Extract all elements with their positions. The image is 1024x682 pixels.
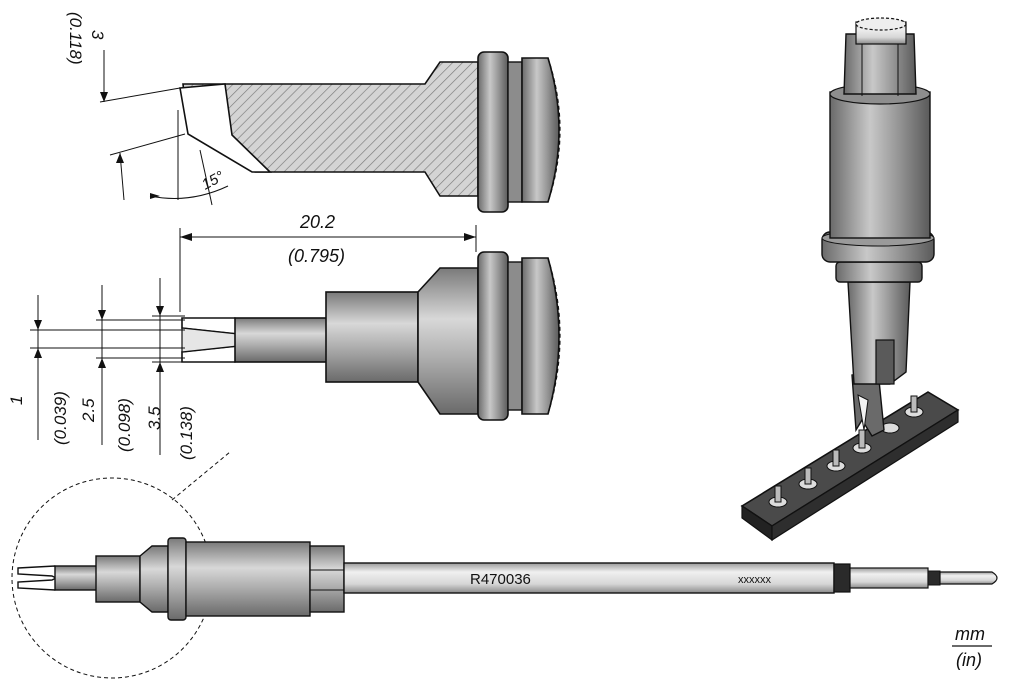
tip-blade-profile	[179, 83, 272, 173]
tip-shaft	[234, 317, 328, 363]
cartridge-collar	[167, 537, 187, 621]
dim-arrow	[116, 153, 124, 163]
pin	[774, 485, 782, 503]
dim-arrow	[98, 358, 106, 368]
width-1-mm: 1	[7, 396, 26, 405]
width-3-in: (0.138)	[177, 406, 196, 460]
width-2-mm: 2.5	[79, 398, 98, 423]
tip-taper	[417, 267, 479, 415]
cut-line	[547, 257, 561, 415]
width-3-mm: 3.5	[145, 406, 164, 430]
3d-shaft-notch	[875, 339, 895, 385]
tip-collar-ring	[477, 51, 509, 213]
3d-tip-fork-highlight	[857, 394, 869, 431]
detail-leader-line	[171, 451, 231, 501]
width-2-in: (0.098)	[115, 398, 134, 452]
cartridge-end	[849, 567, 929, 589]
cartridge-sleeve	[185, 541, 311, 617]
cartridge-3d-view	[740, 17, 960, 542]
tip-top-view: 1 (0.039) 2.5 (0.098) 3.5 (0.138)	[7, 251, 561, 460]
tip-thickness-in: (0.118)	[66, 12, 85, 65]
3d-main-sleeve	[829, 91, 931, 239]
cartridge-taper	[139, 545, 169, 613]
cartridge-band-small	[927, 570, 941, 586]
angle-arc	[149, 185, 229, 199]
tip-collar-ring	[477, 251, 509, 421]
board-pins	[768, 395, 924, 508]
3d-top-shaft-end	[855, 17, 907, 31]
dim-arrow	[180, 233, 192, 241]
cartridge-band	[833, 563, 851, 593]
3d-collar-lower	[835, 261, 923, 283]
dim-arrow	[34, 348, 42, 358]
tip-side-section-view: 15° 3 (0.118)	[66, 12, 561, 213]
circuit-board-edge	[771, 408, 959, 542]
dim-arrow	[464, 233, 476, 241]
cartridge-tip-body	[95, 555, 141, 603]
cut-line	[547, 57, 561, 203]
tip-collar-head	[521, 257, 560, 415]
cartridge-shaft	[343, 562, 835, 594]
units-legend: mm (in)	[952, 624, 992, 670]
cartridge-end-pin	[939, 571, 998, 585]
length-dimension: 20.2 (0.795)	[179, 212, 477, 312]
dim-arrow	[156, 306, 164, 316]
part-number: R470036	[470, 571, 531, 588]
cartridge-tip-shaft	[54, 565, 98, 591]
full-cartridge-view: R470036 xxxxxx	[11, 451, 998, 679]
dim-arrow	[34, 320, 42, 330]
tip-collar-groove	[507, 61, 523, 203]
tip-body	[325, 291, 419, 383]
dim-arrow	[150, 193, 160, 199]
length-in: (0.795)	[288, 246, 345, 266]
pin	[804, 467, 812, 485]
width-1-in: (0.039)	[51, 391, 70, 445]
unit-primary: mm	[955, 624, 985, 644]
dim-arrow	[98, 310, 106, 320]
unit-secondary: (in)	[956, 650, 982, 670]
pin	[858, 429, 866, 449]
pin	[832, 449, 840, 467]
pin	[910, 395, 918, 413]
cartridge-hex	[309, 545, 345, 613]
tip-collar-head	[521, 57, 560, 203]
tip-thickness-mm: 3	[88, 30, 107, 40]
dim-arrow	[100, 92, 108, 102]
tip-collar-groove	[507, 261, 523, 411]
dim-arrow	[156, 362, 164, 372]
dim-extension-line	[99, 87, 181, 103]
angle-reference-line	[199, 149, 213, 206]
length-mm: 20.2	[299, 212, 335, 232]
dim-extension-line	[109, 133, 186, 156]
angle-label: 15°	[199, 168, 227, 194]
code-marking: xxxxxx	[738, 574, 772, 586]
